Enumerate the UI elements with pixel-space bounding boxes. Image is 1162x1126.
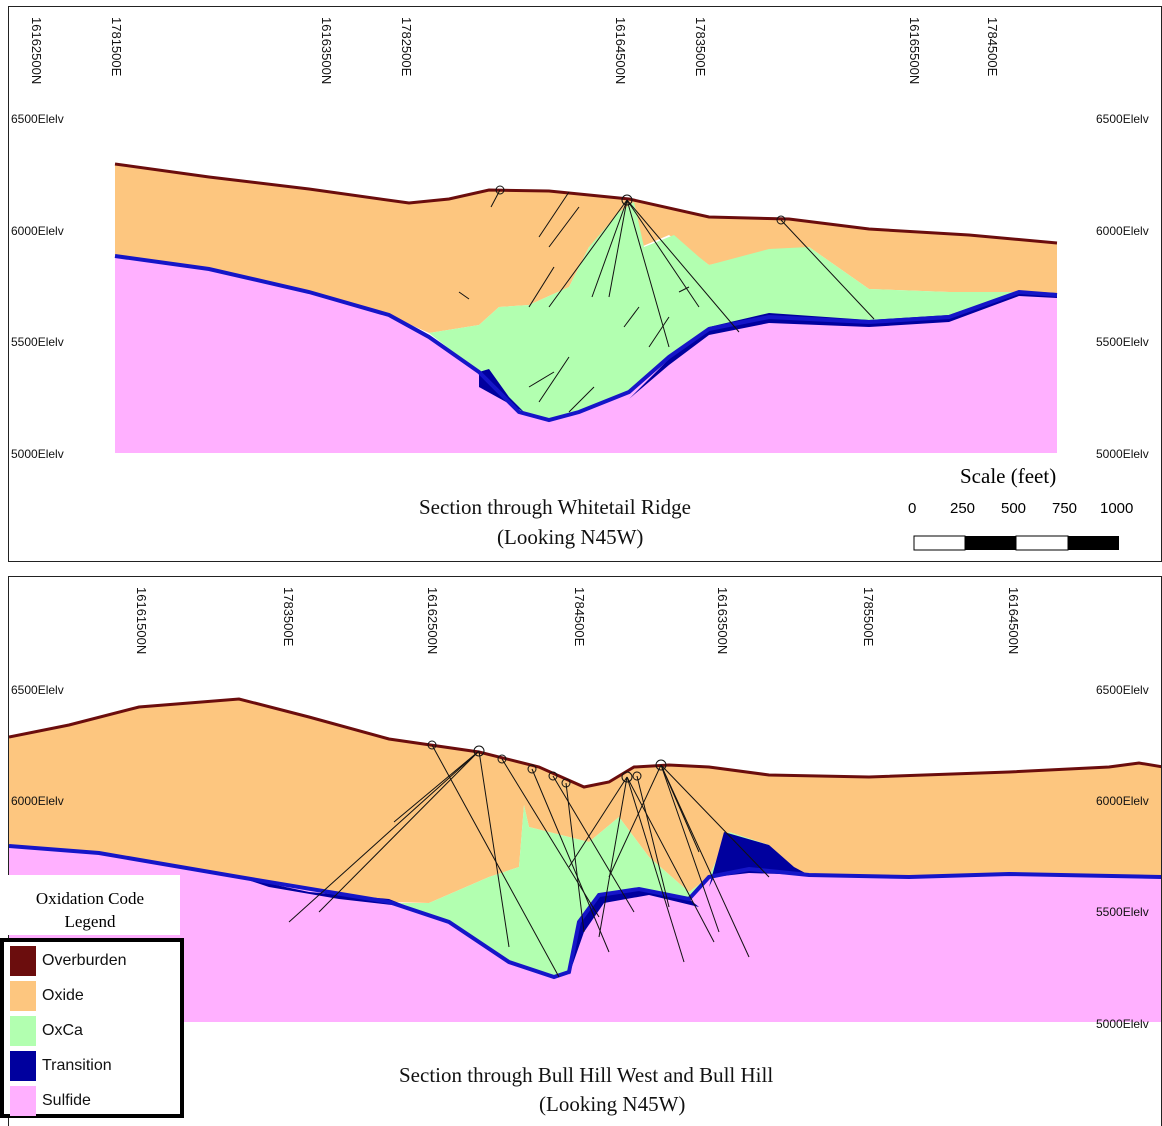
section-title: Section through Bull Hill West and Bull …: [399, 1063, 774, 1087]
section-subtitle: (Looking N45W): [539, 1092, 686, 1116]
scale-title: Scale (feet): [960, 464, 1057, 488]
grid-tick-label: 16161500N: [134, 587, 149, 655]
elevation-label-right: 5000Elelv: [1096, 447, 1149, 461]
oxca-zone: [429, 202, 1019, 420]
legend-label: OxCa: [42, 1022, 83, 1039]
legend-swatch: [10, 946, 36, 976]
legend-title: Oxidation Code Legend: [0, 875, 180, 935]
grid-tick-label: 1783500E: [693, 17, 708, 77]
grid-tick-label: 1781500E: [109, 17, 124, 77]
scale-bar-graphic: [913, 535, 1119, 551]
transition-zone: [479, 369, 524, 412]
legend-item-sulfide: Sulfide: [10, 1086, 91, 1116]
legend-item-oxca: OxCa: [10, 1016, 83, 1046]
scale-label: 1000: [1100, 500, 1134, 517]
whitetail-cross-section: [114, 162, 1058, 453]
elevation-label-left: 6000Elelv: [11, 224, 64, 238]
scale-label: 250: [950, 500, 976, 517]
elevation-label-left: 6500Elelv: [11, 112, 64, 126]
grid-tick-label: 1783500E: [281, 587, 296, 647]
topographic-surface-line: [9, 697, 1161, 789]
legend-swatch: [10, 981, 36, 1011]
elevation-label-right: 5500Elelv: [1096, 335, 1149, 349]
oxca-zone: [399, 805, 809, 977]
section-bull-hill: 16161500N 1783500E 16162500N 1784500E 16…: [8, 576, 1162, 1126]
legend-label: Transition: [42, 1057, 112, 1074]
sulfide-contact-line: [114, 254, 1058, 423]
scale-label: 500: [1001, 500, 1027, 517]
oxide-zone: [115, 164, 1057, 333]
elevation-label-right: 6000Elelv: [1096, 794, 1149, 808]
grid-tick-label: 16163500N: [715, 587, 730, 655]
elevation-label-right: 6000Elelv: [1096, 224, 1149, 238]
elevation-label-left: 6000Elelv: [11, 794, 64, 808]
scale-label: 0: [908, 500, 917, 517]
sulfide-contact-line: [9, 844, 1161, 980]
grid-tick-label: 16164500N: [1006, 587, 1021, 655]
elevation-label-left: 6500Elelv: [11, 683, 64, 697]
topographic-surface-line: [114, 162, 1058, 245]
grid-tick-label: 1785500E: [861, 587, 876, 647]
legend-item-overburden: Overburden: [10, 946, 127, 976]
oxidation-code-legend: Oxidation Code Legend Overburden Oxide O…: [0, 875, 184, 1118]
grid-tick-label: 16164500N: [613, 17, 628, 85]
bull-hill-cross-section: [9, 697, 1161, 1022]
grid-tick-label: 16163500N: [319, 17, 334, 85]
legend-title-line: Oxidation Code: [35, 889, 145, 908]
legend-title-line: Legend: [64, 912, 116, 931]
drillhole-traces: [458, 185, 875, 413]
oxide-zone: [9, 699, 1161, 903]
legend-item-oxide: Oxide: [10, 981, 84, 1011]
scale-label: 750: [1052, 500, 1078, 517]
grid-tick-label: 16162500N: [29, 17, 44, 85]
section-title: Section through Whitetail Ridge: [419, 495, 691, 519]
legend-label: Sulfide: [42, 1092, 91, 1109]
grid-tick-label: 16162500N: [425, 587, 440, 655]
scale-bar: Scale (feet) 0 250 500 750 1000: [900, 464, 1140, 554]
grid-tick-label: 1782500E: [399, 17, 414, 77]
elevation-label-right: 6500Elelv: [1096, 112, 1149, 126]
grid-tick-label: 1784500E: [572, 587, 587, 647]
legend-item-transition: Transition: [10, 1051, 112, 1081]
legend-label: Overburden: [42, 952, 127, 969]
drillhole-traces: [288, 740, 770, 978]
section-whitetail-ridge: 16162500N 1781500E 16163500N 1782500E 16…: [8, 6, 1162, 562]
legend-items: Overburden Oxide OxCa Transition Sulfide: [0, 938, 184, 1118]
elevation-label-left: 5500Elelv: [11, 335, 64, 349]
legend-swatch: [10, 1086, 36, 1116]
grid-tick-label: 16165500N: [907, 17, 922, 85]
elevation-label-right: 5000Elelv: [1096, 1017, 1149, 1031]
legend-label: Oxide: [42, 987, 84, 1004]
legend-swatch: [10, 1051, 36, 1081]
legend-swatch: [10, 1016, 36, 1046]
section-subtitle: (Looking N45W): [497, 525, 644, 549]
grid-tick-label: 1784500E: [985, 17, 1000, 77]
elevation-label-left: 5000Elelv: [11, 447, 64, 461]
elevation-label-right: 5500Elelv: [1096, 905, 1149, 919]
elevation-label-right: 6500Elelv: [1096, 683, 1149, 697]
